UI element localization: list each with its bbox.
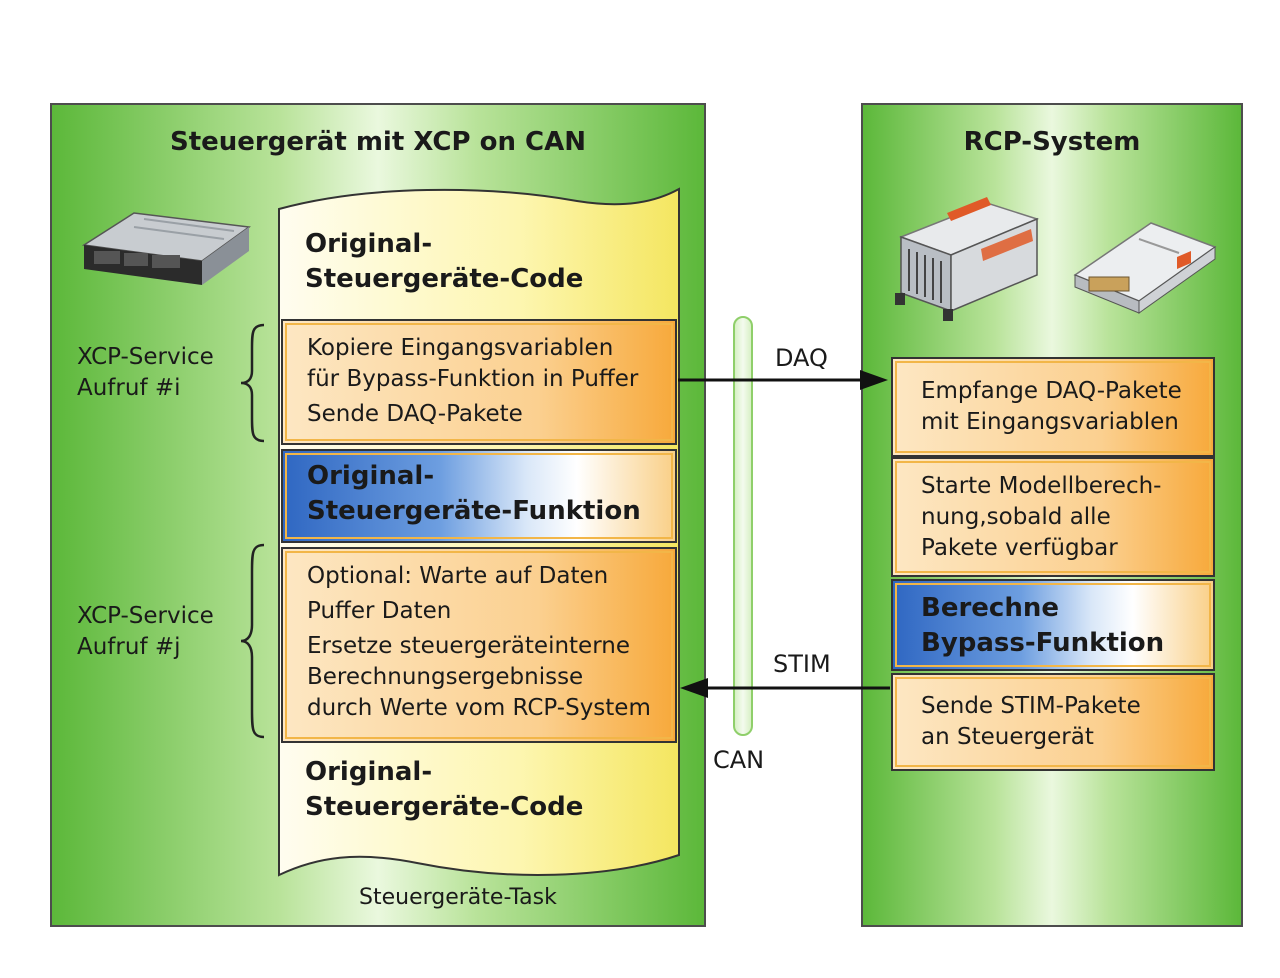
service-j-label: XCP-Service Aufruf #j [77, 601, 214, 663]
start-model-box: Starte Modellberech- nung,sobald alle Pa… [891, 457, 1215, 577]
optional-box-line2: Puffer Daten [307, 598, 452, 624]
receive-box-line1: Empfange DAQ-Pakete [921, 378, 1182, 404]
copy-box-line1: Kopiere Eingangsvariablen [307, 335, 614, 361]
can-label: CAN [713, 746, 765, 774]
function-box-line2: Steuergeräte-Funktion [307, 496, 641, 526]
function-box-line1: Original- [307, 461, 435, 491]
bypass-box-line1: Berechne [921, 593, 1059, 623]
optional-box-line1: Optional: Warte auf Daten [307, 563, 609, 589]
task-label: Steuergeräte-Task [359, 885, 557, 910]
ecu-panel: Steuergerät mit XCP on CAN Original- Ste… [50, 103, 706, 927]
bypass-function-box: Berechne Bypass-Funktion [891, 579, 1215, 671]
copy-box-line3: Sende DAQ-Pakete [307, 401, 523, 427]
copy-input-box: Kopiere Eingangsvariablen für Bypass-Fun… [281, 319, 677, 445]
copy-box-line2: für Bypass-Funktion in Puffer [307, 366, 639, 392]
brace-service-j [240, 543, 265, 739]
service-i-line2: Aufruf #i [77, 375, 181, 401]
service-j-line2: Aufruf #j [77, 634, 181, 660]
start-box-line2: nung,sobald alle [921, 504, 1111, 530]
send-stim-box: Sende STIM-Pakete an Steuergerät [891, 673, 1215, 771]
original-code-top: Original- Steuergeräte-Code [305, 227, 583, 297]
optional-box-line4: Berechnungsergebnisse [307, 664, 584, 690]
optional-box-line5: durch Werte vom RCP-System [307, 695, 651, 721]
original-function-box: Original- Steuergeräte-Funktion [281, 449, 677, 543]
send-box-line1: Sende STIM-Pakete [921, 693, 1141, 719]
receive-daq-box: Empfange DAQ-Pakete mit Eingangsvariable… [891, 357, 1215, 457]
service-i-label: XCP-Service Aufruf #i [77, 342, 214, 404]
optional-wait-box: Optional: Warte auf Daten Puffer Daten E… [281, 547, 677, 743]
can-bus-bar [733, 316, 753, 736]
daq-label: DAQ [775, 344, 828, 372]
service-j-line1: XCP-Service [77, 603, 214, 629]
service-i-line1: XCP-Service [77, 344, 214, 370]
start-box-line3: Pakete verfügbar [921, 535, 1118, 561]
original-code-top-line2: Steuergeräte-Code [305, 264, 584, 294]
ecu-panel-title: Steuergerät mit XCP on CAN [169, 127, 587, 157]
bypass-box-line2: Bypass-Funktion [921, 628, 1165, 658]
stim-label: STIM [773, 650, 831, 678]
optional-box-line3: Ersetze steuergeräteinterne [307, 633, 630, 659]
original-code-bottom-line2: Steuergeräte-Code [305, 792, 584, 822]
ecu-task-scroll: Original- Steuergeräte-Code Kopiere Eing… [277, 187, 681, 877]
original-code-bottom: Original- Steuergeräte-Code [305, 755, 583, 825]
send-box-line2: an Steuergerät [921, 724, 1094, 750]
receive-box-line2: mit Eingangsvariablen [921, 409, 1179, 435]
start-box-line1: Starte Modellberech- [921, 473, 1162, 499]
daq-arrow [678, 370, 888, 390]
rcp-panel-title: RCP-System [963, 127, 1141, 157]
ecu-device-image [81, 212, 251, 285]
original-code-bottom-line1: Original- [305, 757, 433, 787]
autobox-image [895, 197, 1040, 321]
stim-arrow [680, 678, 890, 698]
rcp-panel: RCP-System Empfange DAQ-Pakete mit Einga… [861, 103, 1243, 927]
microautobox-image [1073, 222, 1217, 314]
brace-service-i [240, 323, 265, 443]
original-code-top-line1: Original- [305, 229, 433, 259]
